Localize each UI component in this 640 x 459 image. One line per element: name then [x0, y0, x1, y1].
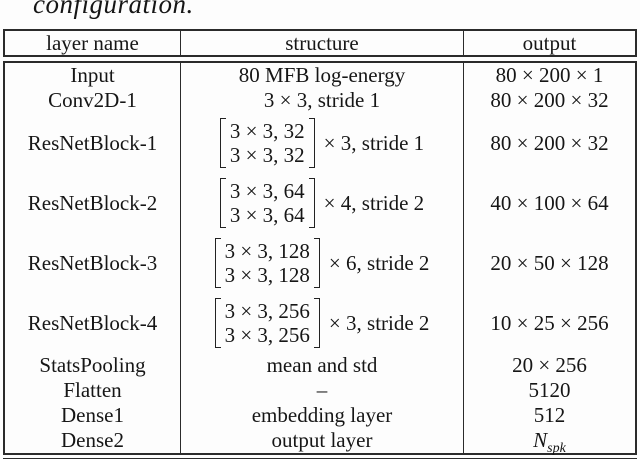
header-layer-name: layer name — [46, 30, 139, 55]
matrix-left-bracket — [219, 178, 226, 228]
output-shape-cell: 10 × 25 × 256 — [490, 310, 609, 335]
matrix-line: 3 × 3, 64 — [229, 179, 305, 203]
architecture-table: layer name structure output Input 80 MFB … — [3, 29, 637, 459]
output-shape-cell: 80 × 200 × 32 — [490, 88, 609, 112]
structure-cell: output layer — [180, 428, 464, 453]
output-shape-cell: 5120 — [528, 378, 571, 402]
matrix-right-bracket — [313, 298, 320, 348]
matrix-right-bracket — [313, 238, 320, 288]
layer-name-cell: Dense2 — [61, 428, 124, 452]
matrix-multiplier: × 6, stride 2 — [328, 250, 430, 275]
matrix-multiplier: × 3, stride 1 — [323, 130, 425, 155]
layer-name-cell: ResNetBlock-3 — [27, 250, 158, 275]
matrix-left-bracket — [219, 118, 226, 168]
structure-cell: 80 MFB log-energy — [180, 63, 464, 88]
matrix-right-bracket — [308, 178, 315, 228]
structure-cell: embedding layer — [180, 403, 464, 428]
matrix-line: 3 × 3, 64 — [229, 203, 305, 227]
matrix-left-bracket — [214, 238, 221, 288]
table-caption-fragment: configuration. — [33, 0, 194, 19]
output-shape-cell: 80 × 200 × 32 — [490, 130, 609, 155]
matrix-line: 3 × 3, 256 — [224, 299, 310, 323]
table-row: Dense1 embedding layer 512 — [5, 403, 635, 428]
matrix-multiplier: × 3, stride 2 — [328, 310, 430, 335]
matrix-line: 3 × 3, 32 — [229, 119, 305, 143]
layer-name-cell: ResNetBlock-2 — [27, 190, 158, 215]
layer-name-cell: Dense1 — [61, 403, 124, 427]
layer-name-cell: Conv2D-1 — [48, 88, 137, 112]
table-row: Dense2 output layer Nspk — [5, 428, 635, 457]
output-shape-cell: Nspk — [533, 428, 566, 457]
output-shape-cell: 512 — [533, 403, 566, 427]
output-shape-cell: 40 × 100 × 64 — [490, 190, 609, 215]
layer-name-cell: ResNetBlock-4 — [27, 310, 158, 335]
matrix-right-bracket — [308, 118, 315, 168]
layer-name-cell: Flatten — [63, 378, 122, 402]
header-output: output — [522, 30, 577, 55]
layer-name-cell: StatsPooling — [39, 353, 146, 377]
matrix-line: 3 × 3, 128 — [224, 263, 310, 287]
matrix-left-bracket — [214, 298, 221, 348]
output-shape-cell: 80 × 200 × 1 — [495, 63, 604, 87]
matrix-line: 3 × 3, 128 — [224, 239, 310, 263]
matrix-line: 3 × 3, 32 — [229, 143, 305, 167]
output-shape-cell: 20 × 50 × 128 — [490, 250, 609, 275]
table-row: Flatten – 5120 — [5, 378, 635, 403]
layer-name-cell: ResNetBlock-1 — [27, 130, 158, 155]
matrix-line: 3 × 3, 256 — [224, 323, 310, 347]
table-row: Input 80 MFB log-energy 80 × 200 × 1 — [5, 63, 635, 88]
table-header-row: layer name structure output — [3, 29, 637, 57]
table-row: StatsPooling mean and std 20 × 256 — [5, 353, 635, 378]
structure-cell: – — [180, 378, 464, 403]
structure-cell: mean and std — [180, 353, 464, 378]
layer-name-cell: Input — [70, 63, 115, 87]
table-row: Conv2D-1 3 × 3, stride 1 80 × 200 × 32 — [5, 88, 635, 113]
output-shape-cell: 20 × 256 — [512, 353, 587, 377]
matrix-multiplier: × 4, stride 2 — [323, 190, 425, 215]
header-structure: structure — [180, 31, 464, 55]
structure-cell: 3 × 3, stride 1 — [180, 88, 464, 113]
